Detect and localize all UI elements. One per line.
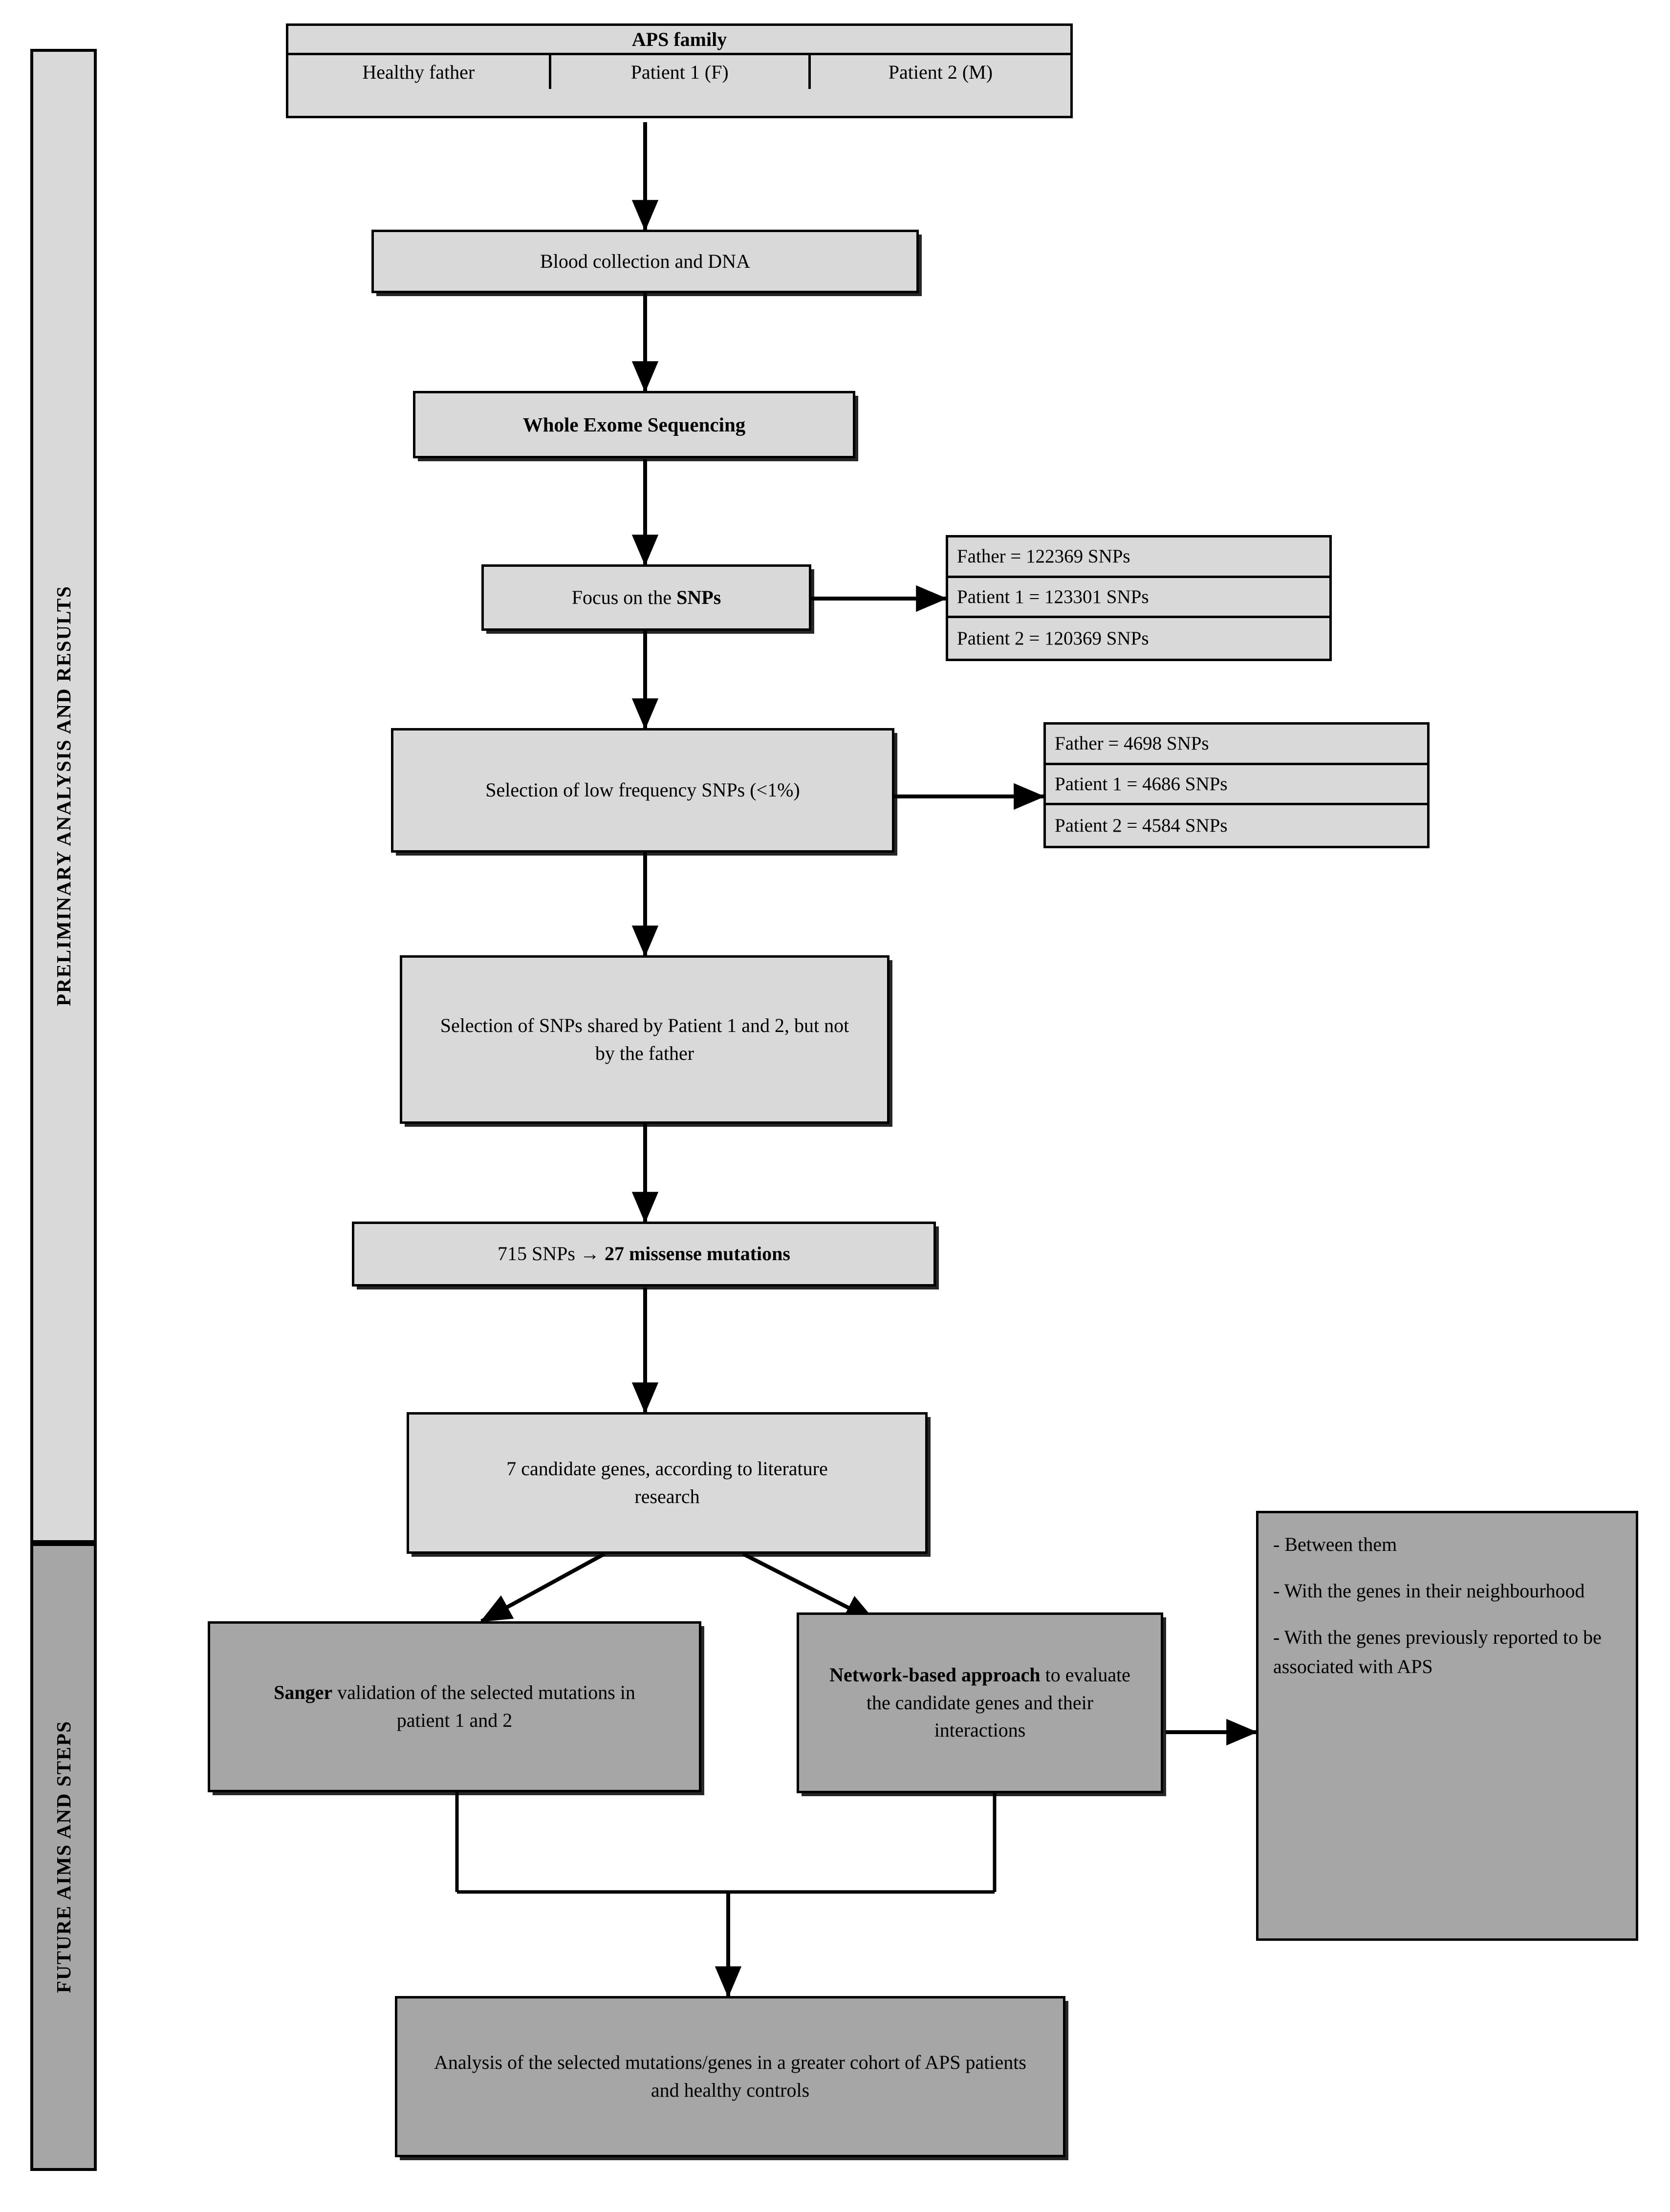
interaction-item-between-them: - Between them [1273, 1533, 1397, 1555]
node-focus-snps-label: Focus on the [571, 586, 677, 608]
aps-family-members: Healthy father Patient 1 (F) Patient 2 (… [288, 55, 1070, 89]
sidebar-section-future: FUTURE AIMS AND STEPS [30, 1543, 97, 2171]
snp-counts-total: Father = 122369 SNPs Patient 1 = 123301 … [946, 535, 1332, 661]
sidebar-label-future: FUTURE AIMS AND STEPS [52, 1720, 75, 1994]
node-sanger-validation-label: validation of the selected mutations in … [332, 1681, 635, 1731]
node-network-approach: Network-based approach to evaluate the c… [797, 1612, 1163, 1793]
node-missense-mutations: 715 SNPs → 27 missense mutations [352, 1222, 936, 1287]
interaction-item-reported-aps: - With the genes previously reported to … [1273, 1626, 1602, 1678]
snp-lowfreq-father: Father = 4698 SNPs [1046, 725, 1427, 765]
node-shared-snps: Selection of SNPs shared by Patient 1 an… [400, 955, 889, 1124]
snp-count-patient2: Patient 2 = 120369 SNPs [957, 628, 1149, 649]
snp-counts-lowfreq: Father = 4698 SNPs Patient 1 = 4686 SNPs… [1043, 722, 1430, 848]
node-focus-snps: Focus on the SNPs [481, 564, 811, 631]
node-focus-snps-emphasis: SNPs [676, 586, 721, 608]
node-candidate-genes-label: 7 candidate genes, according to literatu… [506, 1458, 828, 1507]
node-greater-cohort-analysis: Analysis of the selected mutations/genes… [395, 1996, 1065, 2157]
snp-count-patient1: Patient 1 = 123301 SNPs [948, 578, 1329, 619]
snp-lowfreq-patient2: Patient 2 = 4584 SNPs [1055, 815, 1228, 837]
sidebar-label-preliminary: PRELIMINARY ANALYSIS AND RESULTS [52, 585, 75, 1007]
interaction-item-neighbourhood: - With the genes in their neighbourhood [1273, 1579, 1585, 1602]
node-shared-snps-label: Selection of SNPs shared by Patient 1 an… [440, 1014, 849, 1064]
sidebar-section-preliminary: PRELIMINARY ANALYSIS AND RESULTS [30, 49, 97, 1543]
node-missense-count: 715 SNPs [498, 1243, 580, 1265]
node-network-approach-label: to evaluate the candidate genes and thei… [866, 1663, 1130, 1741]
node-sanger-validation: Sanger validation of the selected mutati… [208, 1621, 701, 1792]
snp-count-father: Father = 122369 SNPs [948, 537, 1329, 578]
family-member-patient1: Patient 1 (F) [551, 55, 811, 89]
node-whole-exome-sequencing-label: Whole Exome Sequencing [522, 413, 746, 436]
arrow-glyph-icon: → [580, 1243, 600, 1265]
node-low-frequency-selection-label: Selection of low frequency SNPs (<1%) [485, 779, 800, 801]
node-network-approach-emphasis: Network-based approach [829, 1663, 1041, 1686]
node-interaction-analyses: - Between them - With the genes in their… [1256, 1511, 1638, 1941]
node-sanger-validation-emphasis: Sanger [274, 1681, 333, 1704]
aps-family-title: APS family [288, 26, 1070, 55]
node-blood-collection: Blood collection and DNA [371, 230, 919, 293]
family-member-patient2: Patient 2 (M) [888, 61, 993, 83]
aps-family-table: APS family Healthy father Patient 1 (F) … [286, 23, 1073, 118]
node-whole-exome-sequencing: Whole Exome Sequencing [413, 391, 855, 458]
node-candidate-genes: 7 candidate genes, according to literatu… [407, 1412, 928, 1554]
node-low-frequency-selection: Selection of low frequency SNPs (<1%) [391, 728, 894, 853]
snp-lowfreq-patient1: Patient 1 = 4686 SNPs [1046, 765, 1427, 806]
family-member-father: Healthy father [288, 55, 551, 89]
node-greater-cohort-analysis-label: Analysis of the selected mutations/genes… [434, 2051, 1026, 2101]
node-blood-collection-label: Blood collection and DNA [540, 250, 750, 272]
node-missense-label: 27 missense mutations [604, 1243, 790, 1265]
